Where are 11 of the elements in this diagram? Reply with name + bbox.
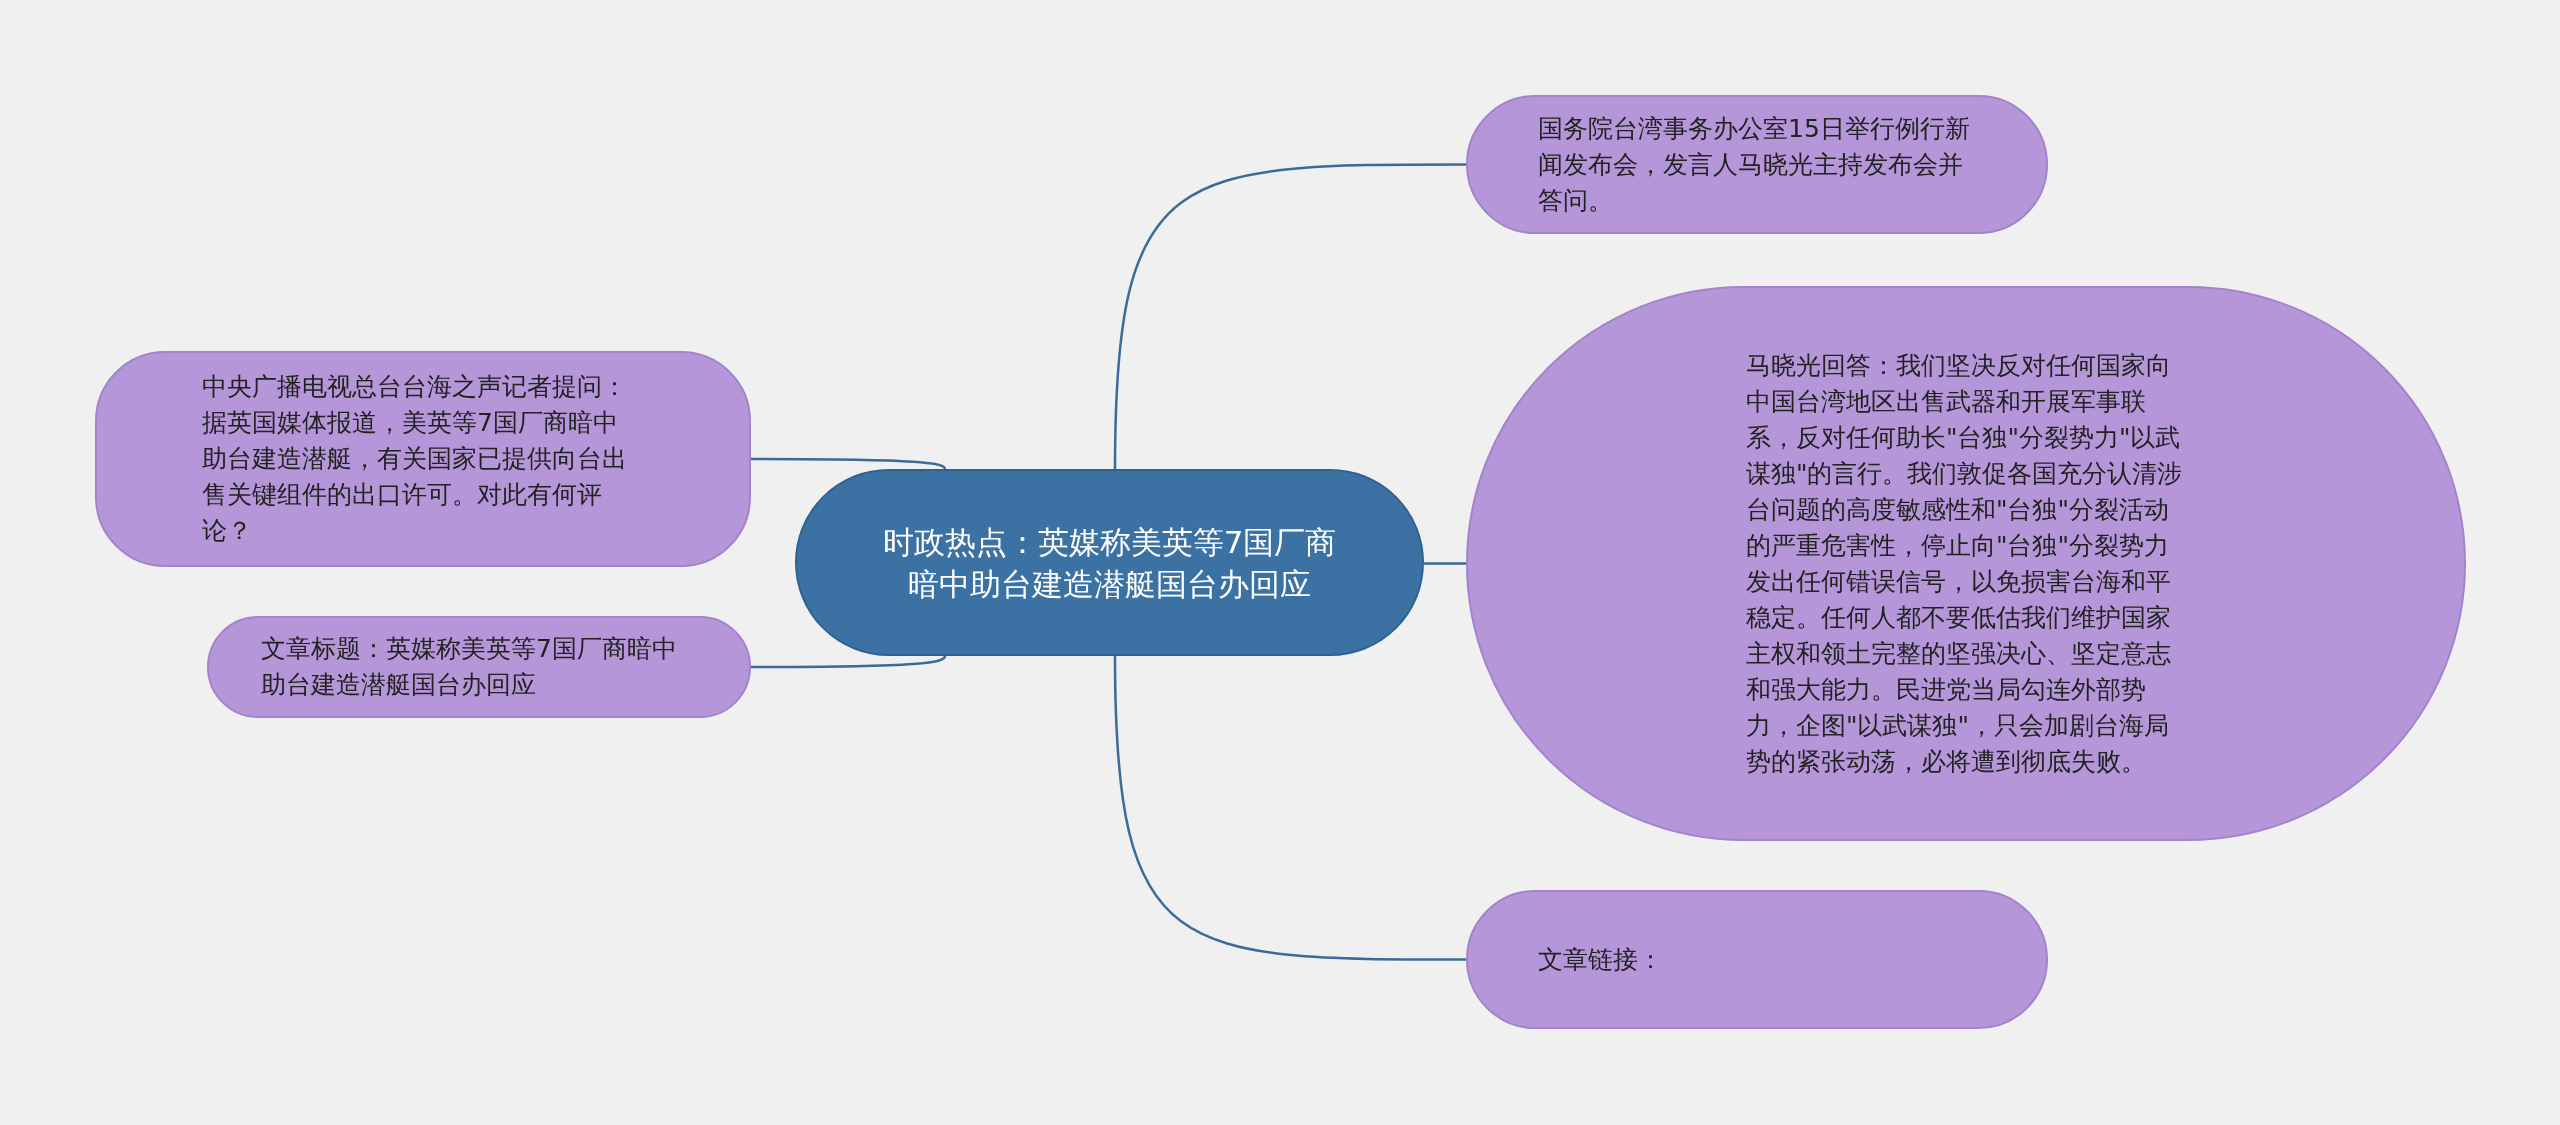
connector: [751, 457, 947, 470]
connector: [1113, 163, 1466, 470]
central-topic: 时政热点：英媒称美英等7国厂商暗中助台建造潜艇国台办回应: [795, 469, 1424, 656]
connector: [1424, 562, 1466, 565]
topic-bubble: 马晓光回答：我们坚决反对任何国家向中国台湾地区出售武器和开展军事联系，反对任何助长"台独"分裂势力"以武谋独"的言行。我们敦促各国充分认清涉台问题的高度敏感性和"台独"分裂活动的严重危害性，停止向"台独"分裂势力发出任何错误信号，以免损害台海和平稳定。任何人都不要低估我们维护国家主权和领土完整的坚强决心、坚定意志和强大能力。民进党当局勾连外部势力，企图"以武谋独"，只会加剧台海局势的紧张动荡，必将遭到彻底失败。: [1466, 286, 2466, 841]
topic-bubble: 文章链接：: [1466, 890, 2048, 1029]
connector: [1113, 655, 1466, 961]
topic-bubble: 中央广播电视总台台海之声记者提问：据英国媒体报道，美英等7国厂商暗中助台建造潜艇，有关国家已提供向台出售关键组件的出口许可。对此有何评论？: [95, 351, 751, 567]
topic-bubble: 国务院台湾事务办公室15日举行例行新闻发布会，发言人马晓光主持发布会并答问。: [1466, 95, 2048, 234]
connector: [751, 655, 947, 669]
topic-bubble: 文章标题：英媒称美英等7国厂商暗中助台建造潜艇国台办回应: [207, 616, 751, 718]
